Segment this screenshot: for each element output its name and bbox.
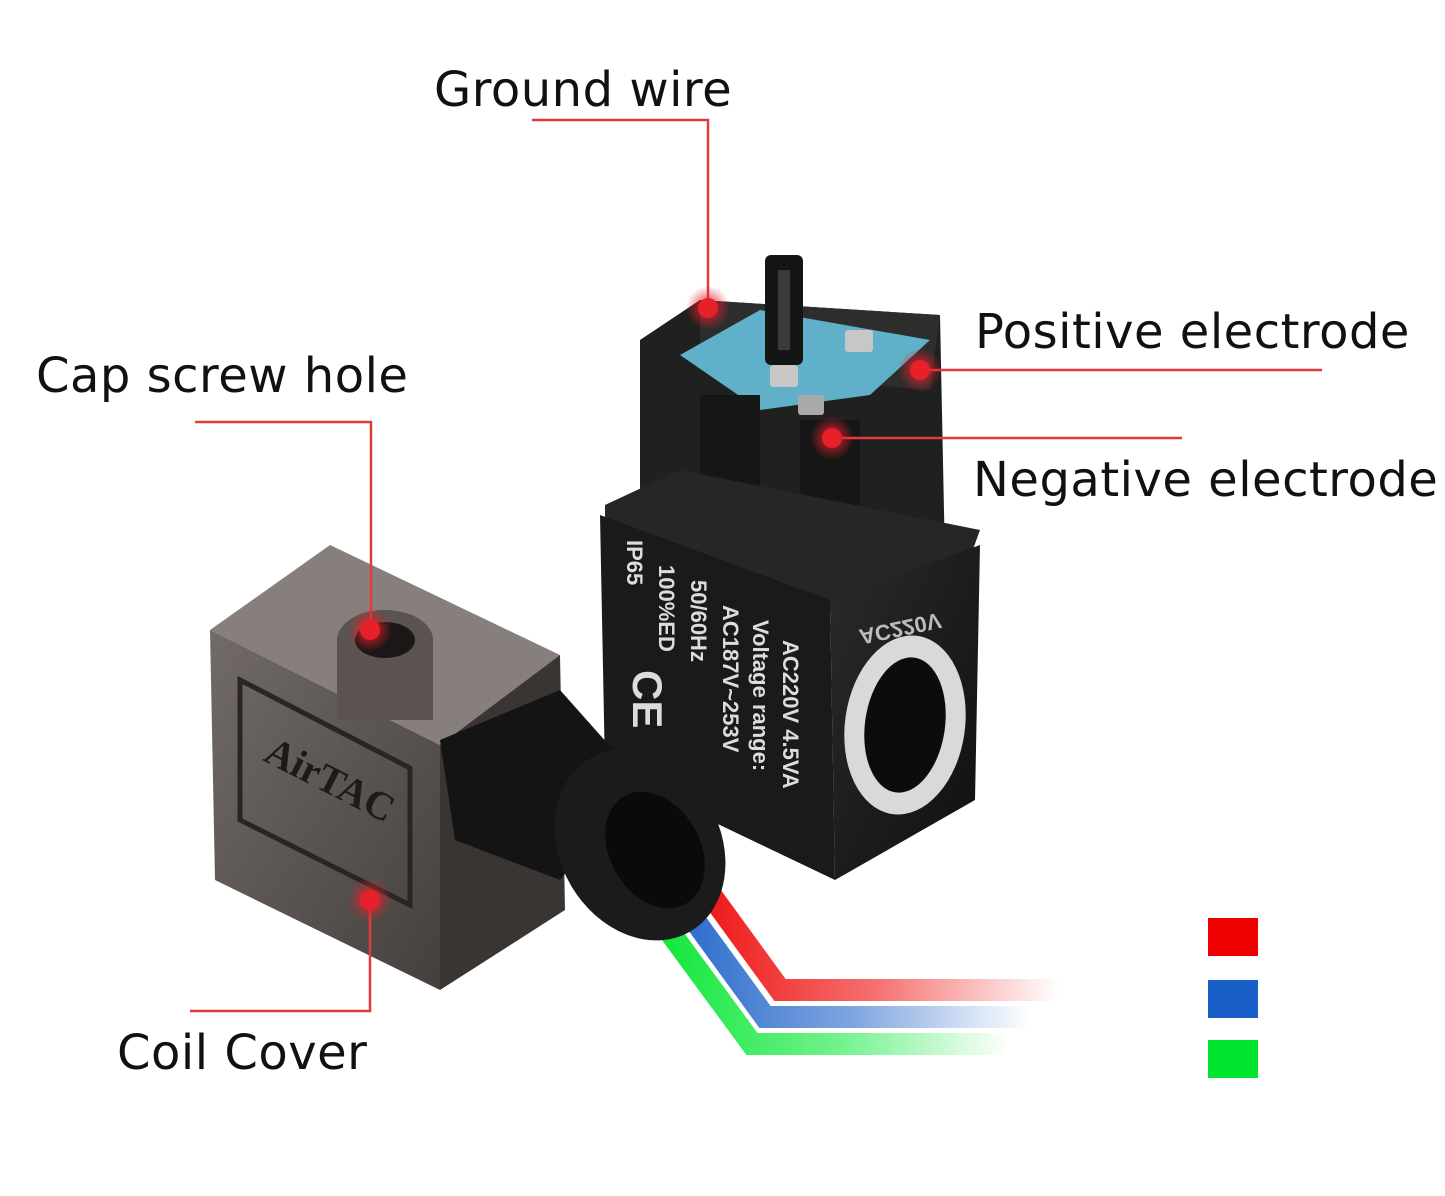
ground-wire-marker-core (698, 298, 718, 318)
ce-mark: CE (624, 670, 671, 728)
coil-marking-ip: IP65 (622, 540, 647, 585)
cap-screw-hole-marker-core (360, 620, 380, 640)
coil-marking-range: AC187V~253V (718, 605, 743, 753)
legend-swatch-blue (1208, 980, 1258, 1018)
wire-color-legend (1208, 918, 1258, 1078)
coil-marking-frequency: 50/60Hz (686, 580, 711, 662)
ground-pin-slot (778, 270, 790, 350)
positive-electrode-marker-core (910, 360, 930, 380)
cap-screw-hole-leader (195, 420, 373, 630)
coil-cover-label: Coil Cover (117, 1025, 368, 1081)
legend-swatch-green (1208, 1040, 1258, 1078)
cable-gland-opening (605, 791, 705, 909)
callout-lines (190, 118, 1322, 1013)
coil-marking-voltage: AC220V 4.5VA (778, 640, 803, 789)
legend-swatch-red (1208, 918, 1258, 956)
coil-marking-range-label: Voltage range: (748, 620, 773, 771)
coil-cover-leader (190, 900, 372, 1013)
positive-electrode-label: Positive electrode (975, 304, 1410, 360)
negative-electrode-label: Negative electrode (973, 452, 1439, 508)
terminal-screw (845, 330, 873, 352)
coil-cover-marker-core (360, 890, 380, 910)
terminal-screw (798, 395, 824, 415)
ground-wire-label: Ground wire (434, 62, 733, 118)
terminal-screw (770, 365, 798, 387)
ground-wire-leader (532, 118, 710, 308)
coil-bore (864, 657, 946, 793)
cap-screw-hole-label: Cap screw hole (36, 348, 409, 404)
connector-logo-frame (237, 675, 413, 910)
coil-marking-duty: 100%ED (654, 565, 679, 652)
negative-electrode-marker-core (822, 428, 842, 448)
callout-dots (348, 286, 942, 922)
